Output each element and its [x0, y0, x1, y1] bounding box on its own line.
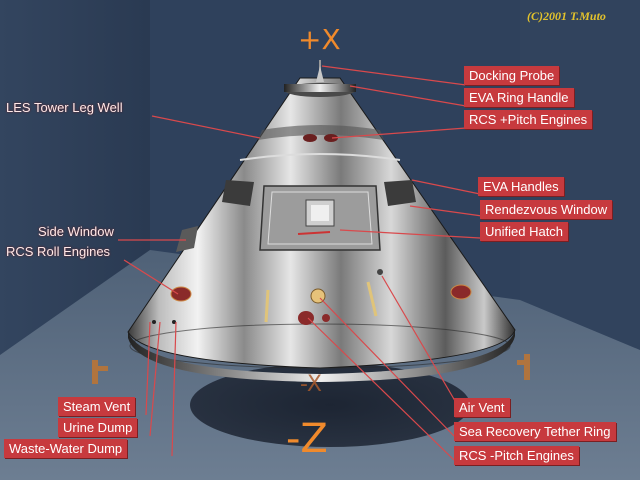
- label-eva-handles: EVA Handles: [478, 177, 564, 196]
- label-air-vent: Air Vent: [454, 398, 510, 417]
- leader-rcs-plus-pitch: [331, 127, 467, 139]
- leader-urine-dump: [149, 321, 161, 437]
- command-module: [127, 60, 516, 382]
- label-side-window: Side Window: [38, 224, 114, 239]
- label-rcs-roll-engines: RCS Roll Engines: [6, 244, 111, 259]
- axis-minus-z: -Z: [286, 416, 328, 462]
- label-docking-probe: Docking Probe: [464, 66, 560, 85]
- capsule-shadow: [190, 363, 470, 447]
- label-eva-ring-handle: EVA Ring Handle: [464, 88, 574, 107]
- label-rcs-minus-pitch: RCS -Pitch Engines: [454, 446, 579, 465]
- leader-rendezvous-window: [409, 205, 483, 217]
- stand-left: [92, 360, 108, 384]
- leader-unified-hatch: [339, 229, 481, 239]
- label-rcs-plus-pitch: RCS +Pitch Engines: [464, 110, 593, 129]
- left-wall: [0, 0, 150, 355]
- leader-sea-recovery-tether-ring: [319, 297, 455, 437]
- axis-plus-x: +X: [298, 23, 341, 56]
- label-steam-vent: Steam Vent: [58, 397, 136, 416]
- stand-right: [517, 354, 530, 380]
- label-waste-water-dump: Waste-Water Dump: [4, 439, 128, 458]
- leader-air-vent: [381, 275, 459, 407]
- label-urine-dump: Urine Dump: [58, 418, 138, 437]
- axis-minus-x: -X: [300, 372, 322, 397]
- copyright-credit: (C)2001 T.Muto: [527, 9, 606, 23]
- leader-rcs-roll-engines: [123, 259, 179, 295]
- leader-docking-probe: [321, 65, 467, 86]
- leader-steam-vent: [145, 321, 151, 416]
- leader-les-tower-leg-well: [151, 115, 261, 139]
- leader-eva-ring-handle: [349, 85, 467, 107]
- leader-waste-water-dump: [171, 321, 177, 457]
- label-sea-recovery-tether-ring: Sea Recovery Tether Ring: [454, 422, 616, 441]
- leader-eva-handles: [411, 179, 481, 195]
- leader-lines: [118, 65, 483, 461]
- leader-rcs-minus-pitch: [307, 317, 455, 461]
- right-wall: [520, 0, 640, 350]
- label-les-tower-leg-well: LES Tower Leg Well: [6, 100, 123, 115]
- label-unified-hatch: Unified Hatch: [480, 222, 569, 241]
- label-rendezvous-window: Rendezvous Window: [480, 200, 613, 219]
